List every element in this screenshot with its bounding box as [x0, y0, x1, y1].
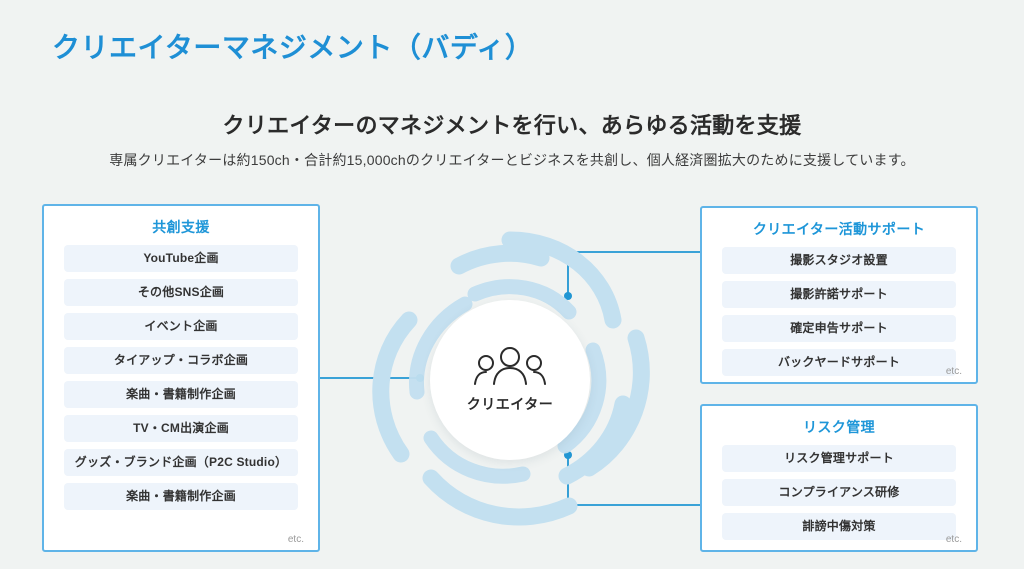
- list-item[interactable]: 撮影許諾サポート: [722, 281, 956, 308]
- list-item[interactable]: 誹謗中傷対策: [722, 513, 956, 540]
- list-item[interactable]: 確定申告サポート: [722, 315, 956, 342]
- etc-label: etc.: [945, 534, 962, 545]
- panel-title-top-right: クリエイター活動サポート: [752, 221, 926, 237]
- people-group-icon: [474, 347, 546, 385]
- list-item[interactable]: イベント企画: [64, 313, 298, 340]
- list-item[interactable]: 撮影スタジオ設置: [722, 247, 956, 274]
- chip-list-top-right: 撮影スタジオ設置 撮影許諾サポート 確定申告サポート バックヤードサポート: [702, 247, 976, 376]
- panel-co-creation-support: 共創支援 YouTube企画 その他SNS企画 イベント企画 タイアップ・コラボ…: [42, 204, 320, 552]
- panel-risk-management: リスク管理 リスク管理サポート コンプライアンス研修 誹謗中傷対策 etc.: [700, 404, 978, 552]
- swirl-decoration: [372, 231, 650, 526]
- center-circle: クリエイター: [430, 300, 590, 460]
- lead-heading: クリエイターのマネジメントを行い、あらゆる活動を支援: [222, 113, 802, 138]
- list-item[interactable]: 楽曲・書籍制作企画: [64, 483, 298, 510]
- panel-title-left: 共創支援: [152, 219, 210, 235]
- list-item[interactable]: グッズ・ブランド企画（P2C Studio）: [64, 449, 298, 476]
- etc-label: etc.: [287, 534, 304, 545]
- etc-label: etc.: [945, 366, 962, 377]
- list-item[interactable]: 楽曲・書籍制作企画: [64, 381, 298, 408]
- lead-description: 専属クリエイターは約150ch・合計約15,000chのクリエイターとビジネスを…: [109, 152, 915, 168]
- list-item[interactable]: その他SNS企画: [64, 279, 298, 306]
- list-item[interactable]: リスク管理サポート: [722, 445, 956, 472]
- list-item[interactable]: TV・CM出演企画: [64, 415, 298, 442]
- page-title: クリエイターマネジメント（バディ）: [52, 32, 534, 63]
- chip-list-bottom-right: リスク管理サポート コンプライアンス研修 誹謗中傷対策: [702, 445, 976, 540]
- center-graphic: クリエイター: [355, 228, 665, 528]
- list-item[interactable]: YouTube企画: [64, 245, 298, 272]
- panel-creator-activity-support: クリエイター活動サポート 撮影スタジオ設置 撮影許諾サポート 確定申告サポート …: [700, 206, 978, 384]
- chip-list-left: YouTube企画 その他SNS企画 イベント企画 タイアップ・コラボ企画 楽曲…: [44, 245, 318, 510]
- panel-title-bottom-right: リスク管理: [803, 419, 875, 435]
- list-item[interactable]: バックヤードサポート: [722, 349, 956, 376]
- list-item[interactable]: コンプライアンス研修: [722, 479, 956, 506]
- list-item[interactable]: タイアップ・コラボ企画: [64, 347, 298, 374]
- center-label: クリエイター: [466, 396, 554, 412]
